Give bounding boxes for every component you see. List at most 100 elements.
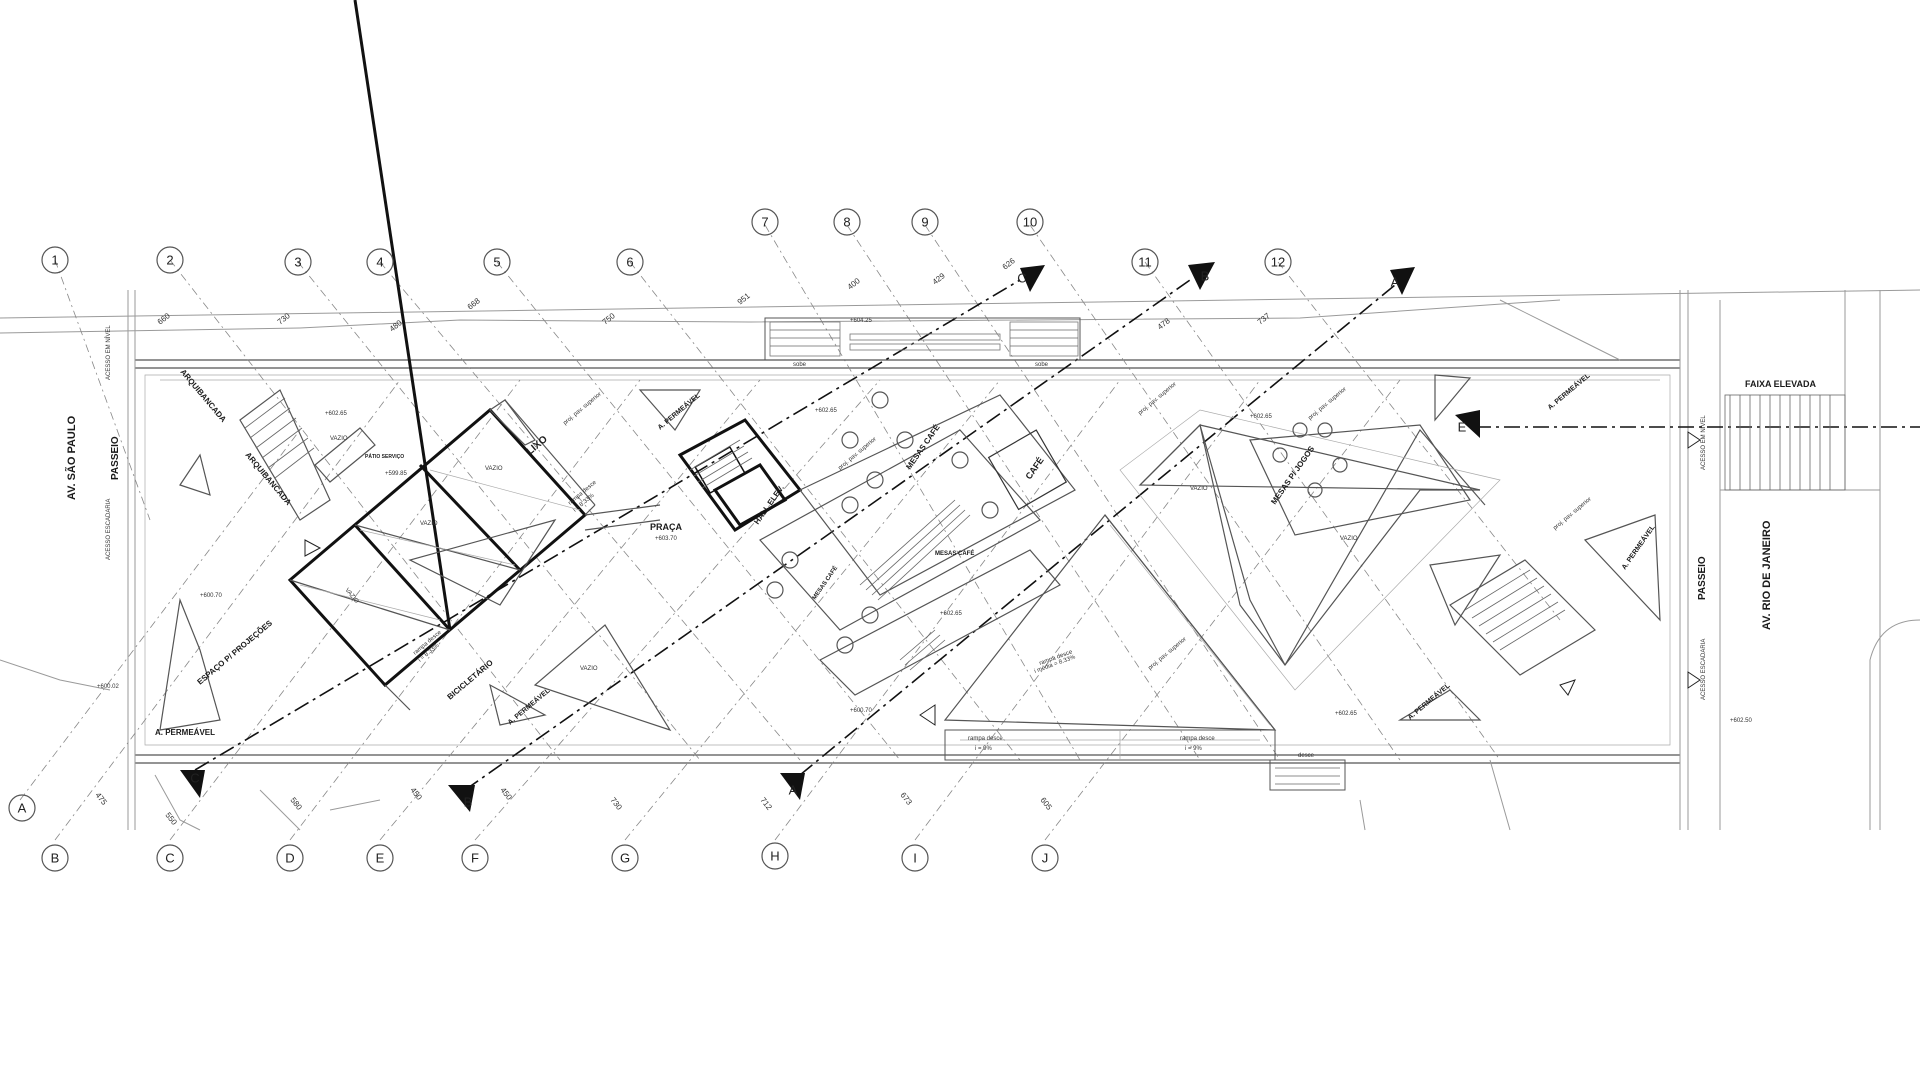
grid-bubble-E: E (366, 844, 394, 872)
right-building (1119, 409, 1501, 691)
grid-bubble-5: 5 (483, 248, 511, 276)
grid-bubble-12: 12 (1264, 248, 1292, 276)
annot-proj-5: proj. pav. superior (1147, 636, 1187, 671)
grid-bubble-B: B (41, 844, 69, 872)
svg-text:480: 480 (388, 318, 404, 334)
label-vazio-6: VAZIO (1340, 536, 1358, 542)
svg-text:5: 5 (493, 255, 500, 270)
grid-bubble-A: A (8, 794, 36, 822)
label-patio-servico: PÁTIO SERVIÇO (365, 453, 404, 460)
label-permeavel-5: A. PERMEÁVEL (1619, 522, 1657, 571)
svg-text:580: 580 (288, 796, 304, 812)
section-marker-C-top: C (1017, 265, 1045, 292)
level-9: +602.65 (1250, 414, 1273, 420)
grid-bubble-C: C (156, 844, 184, 872)
grid-bubble-J: J (1031, 844, 1059, 872)
label-mesas-cafe-2: MESAS CAFÉ (935, 549, 974, 557)
svg-text:730: 730 (608, 796, 624, 812)
svg-text:660: 660 (156, 311, 172, 327)
annot-rampa-1: rampa desce (968, 736, 1003, 742)
svg-text:A: A (18, 801, 27, 816)
svg-text:626: 626 (1001, 256, 1017, 272)
label-vazio-4: VAZIO (330, 436, 348, 442)
svg-text:B: B (464, 795, 473, 810)
svg-text:450: 450 (408, 786, 424, 802)
label-hall-elev: HALL ELEV. (752, 483, 786, 526)
label-permeavel-4: A. PERMEÁVEL (1546, 370, 1593, 411)
top-stairs (764, 317, 1081, 361)
sidewalk-label-right: PASSEIO (1697, 556, 1708, 600)
level-7: +602.50 (1730, 718, 1753, 724)
annot-rampa-i9-2: i = 9% (1185, 746, 1203, 752)
svg-text:D: D (285, 851, 294, 866)
grid-bubble-F: F (461, 844, 489, 872)
grid-bubble-10: 10 (1016, 208, 1044, 236)
section-marker-B-top: B (1188, 262, 1215, 290)
annot-proj-2: proj. pav. superior (1137, 381, 1177, 416)
street-label-right: AV. RIO DE JANEIRO (1761, 520, 1773, 630)
level-2: +599.85 (385, 471, 408, 477)
annot-acesso-escadaria-left: ACESSO ESCADARIA (106, 499, 112, 560)
svg-text:429: 429 (931, 271, 947, 287)
section-marker-A-top: A (1390, 267, 1415, 295)
svg-text:475: 475 (93, 791, 109, 807)
raised-crossing (1724, 394, 1846, 491)
label-vazio-3: VAZIO (485, 466, 503, 472)
section-cut-lines (194, 279, 1920, 791)
grid-bubbles-numbers: 1 2 3 4 5 6 7 8 9 10 11 12 (41, 208, 1292, 276)
annot-sobe-2: sobe (1035, 362, 1049, 368)
grid-bubble-6: 6 (616, 248, 644, 276)
level-10: +602.65 (940, 611, 963, 617)
grid-bubble-H: H (761, 842, 789, 870)
left-building (239, 0, 661, 711)
level-8: +603.70 (655, 536, 678, 542)
svg-text:1: 1 (51, 253, 58, 268)
svg-text:8: 8 (843, 215, 850, 230)
svg-text:730: 730 (276, 311, 292, 327)
label-praca: PRAÇA (650, 522, 683, 532)
annot-acesso-escadaria-right: ACESSO ESCADARIA (1701, 639, 1707, 700)
grid-bubble-2: 2 (156, 246, 184, 274)
grid-bubble-9: 9 (911, 208, 939, 236)
svg-text:G: G (620, 851, 630, 866)
svg-text:4: 4 (376, 255, 383, 270)
svg-text:11: 11 (1138, 255, 1152, 270)
grid-bubble-3: 3 (284, 248, 312, 276)
annot-proj-4: proj. pav. superior (1552, 496, 1592, 531)
level-3: +600.70 (200, 593, 223, 599)
svg-text:C: C (165, 851, 174, 866)
section-marker-E: E (1455, 410, 1480, 438)
svg-text:C: C (190, 771, 199, 786)
right-stair-block (1449, 559, 1596, 676)
label-vazio-7: VAZIO (580, 666, 598, 672)
svg-text:C: C (1017, 271, 1026, 286)
svg-text:400: 400 (846, 276, 862, 292)
annot-proj-1: proj. pav. superior (562, 391, 602, 426)
grid-bubble-8: 8 (833, 208, 861, 236)
annot-acesso-nivel-left: ACESSO EM NÍVEL (105, 325, 112, 380)
section-marker-A-bottom: A (780, 773, 805, 800)
cafe-building (759, 394, 1076, 696)
section-marker-B-bottom: B (448, 785, 475, 812)
grid-bubble-D: D (276, 844, 304, 872)
svg-text:H: H (770, 849, 779, 864)
label-lixo: LIXO (525, 434, 550, 458)
svg-text:12: 12 (1271, 255, 1285, 270)
label-permeavel-2: A. PERMEÁVEL (656, 390, 703, 431)
label-vazio-5: VAZIO (1190, 486, 1208, 492)
level-6: +602.65 (815, 408, 838, 414)
level-1: +602.65 (325, 411, 348, 417)
svg-text:9: 9 (921, 215, 928, 230)
svg-text:3: 3 (294, 255, 301, 270)
level-12: +600.70 (850, 708, 873, 714)
svg-text:712: 712 (758, 796, 774, 812)
label-espaco-projecoes: ESPAÇO P/ PROJEÇÕES (196, 618, 275, 686)
svg-text:J: J (1042, 851, 1049, 866)
sidewalk-label-left: PASSEIO (110, 436, 121, 480)
grid-lines (19, 224, 1561, 841)
svg-text:7: 7 (761, 215, 768, 230)
access-arrows (304, 431, 1701, 726)
label-cafe: CAFÉ (1023, 455, 1045, 481)
central-tower (677, 418, 803, 533)
